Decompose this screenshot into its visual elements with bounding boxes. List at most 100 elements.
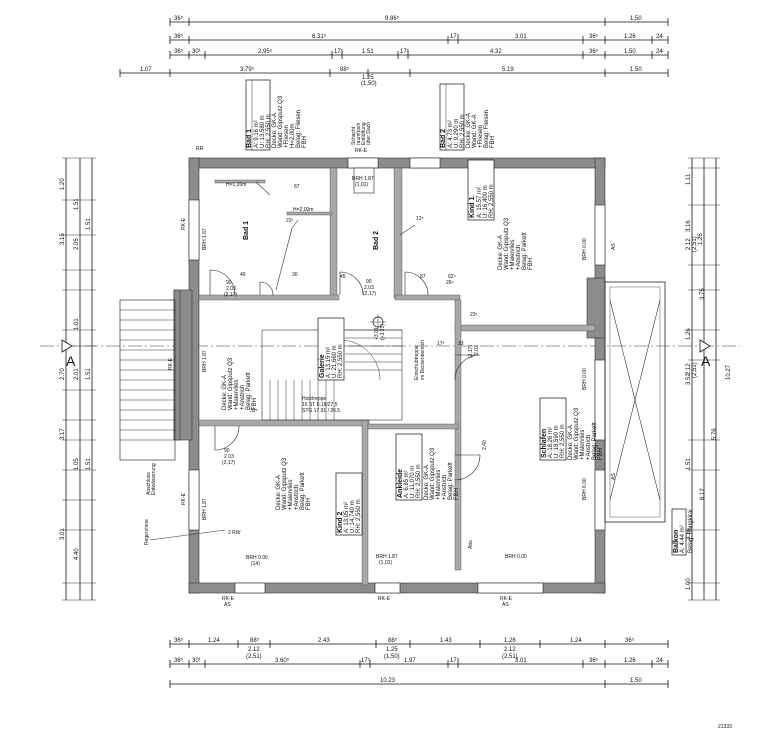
- bad1-height: RH: 2,550 m: [266, 114, 272, 148]
- bad1-wall: Wand: Gipsputz Q3: [278, 95, 284, 148]
- dim-bot1-c: 88⁵: [250, 637, 260, 644]
- door-dim-s1: 2,03: [474, 345, 480, 355]
- dim-x4: 17⁵: [437, 341, 445, 347]
- ankleide-floor: Belag: Parkett: [448, 462, 454, 500]
- dim-left-4: 1.51: [86, 218, 92, 230]
- bad1-h200: H=2,00m: [293, 207, 313, 213]
- ankleide-wall: Wand: Gipsputz Q3: [430, 447, 436, 500]
- bad2-wall2: +Fliesen: [478, 125, 484, 148]
- galerie-area: A: 13.15 m²: [326, 347, 332, 378]
- galerie-wall2: +Malervlies: [234, 379, 240, 410]
- top-dimension-chains: 36⁵ 9.86⁵ 1.50 36⁵ 6.31⁵ 17⁵ 3.01 36⁵ 1.…: [119, 15, 669, 87]
- dim-top3-g: 4.32: [490, 49, 502, 55]
- dim-bot1b-c: 1.25: [386, 647, 398, 653]
- rr-top: RR: [196, 146, 204, 152]
- dim-right-11: 1.00: [686, 578, 692, 590]
- balkon-floor: Belag: Bangkirai: [688, 509, 694, 553]
- rke-bot2: RK-E: [378, 596, 391, 602]
- dim-top3-d: 17⁵: [334, 48, 344, 55]
- dim-right-12: 10.27: [726, 364, 732, 380]
- doors: [209, 269, 481, 481]
- section-label-right: A: [701, 353, 711, 369]
- dim-top3-c: 2.95⁵: [258, 48, 273, 55]
- schlafen-fbh: FBH: [598, 448, 604, 460]
- dim-top3-i: 1.50: [624, 49, 636, 55]
- as-bot3: AS: [502, 602, 509, 608]
- rke-left: RK-E: [181, 217, 187, 230]
- bad1-perimeter: U: 13,580 m: [260, 115, 266, 148]
- abs-label: Abs.: [468, 539, 474, 549]
- dim-bot1-e: 88⁵: [388, 637, 398, 644]
- kind1-fbh: FBH: [528, 258, 534, 270]
- dim-top2-a: 36⁵: [174, 33, 184, 40]
- dim-right-2: 1.26: [698, 233, 704, 245]
- dim-right-8: (2,51): [692, 362, 698, 378]
- stair-spec2: STG 17.91 / 26.5: [302, 408, 340, 414]
- brh-ank: BRH 1.87: [376, 554, 398, 560]
- galerie-materials: Decke: GK-A Wand: Gipsputz Q3 +Malervlie…: [222, 357, 258, 410]
- bad1-fbh: FBH: [302, 136, 308, 148]
- galerie-perimeter: U: 21,660 m: [332, 345, 338, 378]
- dd-11: 62⁵: [448, 274, 456, 280]
- schlafen-wall: Wand: Gipsputz Q3: [574, 407, 580, 460]
- bad1-name: Bad 1: [246, 129, 253, 148]
- dim-bot1b-b: (2,51): [246, 654, 262, 660]
- brh-schl: BRH 0.00: [505, 554, 527, 560]
- dim-left-6: 1.01: [74, 318, 80, 330]
- dim-schl-1: 2,40: [482, 440, 488, 450]
- room-box-bad2: Bad 2 A: 4.73 m² U: 9,290 m RH: 2,550 m …: [439, 83, 496, 151]
- dd-1: 90: [226, 280, 232, 286]
- galerie-ceiling: Decke: GK-A: [222, 375, 228, 410]
- kind1-wall2: +Malervlies: [510, 239, 516, 270]
- room-box-kind2: Kind 2 A: 13.05 m² U: 14,740 m RH: 2,550…: [335, 472, 363, 536]
- ankleide-area: A: 6.85 m²: [404, 470, 410, 498]
- dim-right-0: 1.11: [686, 173, 692, 185]
- section-marker-left: A: [40, 339, 740, 369]
- dim-bot1-i: 36⁵: [625, 637, 635, 644]
- galerie-height: RH: 2,550 m: [338, 344, 344, 378]
- kind2-perimeter: U: 14,740 m: [350, 500, 356, 533]
- dim-left-5: 2.70: [60, 368, 66, 380]
- stair-name: Holztreppe: [302, 396, 326, 402]
- rw-label: 2 RW: [228, 530, 241, 536]
- kind1-wall3: +Anstrich: [516, 245, 522, 270]
- dim-bot1-a: 36⁵: [174, 637, 184, 644]
- rke-bot1: RK-E: [222, 596, 235, 602]
- balkon-name: Balkon: [673, 530, 680, 553]
- entw-label: Entwässerung: [151, 463, 157, 495]
- brh-top-b: (1,01): [355, 182, 368, 188]
- dd-15: 49: [240, 272, 246, 278]
- kind1-height: RH: 2,550 m: [489, 184, 495, 218]
- dim-left-0: 1.20: [60, 178, 66, 190]
- dim-top3-b: 30¹: [192, 49, 201, 55]
- schacht-note-top: Schacht raumhoch Entlüftung über Dach: [351, 122, 372, 145]
- dim-top4-d: 1.25: [362, 75, 374, 81]
- bottom-dimension-chains: 36⁵ 1.24 88⁵ 2.43 88⁵ 1.43 1.26 1.24 36⁵…: [169, 637, 732, 730]
- dim-bot1b-e: 2.12: [504, 647, 516, 653]
- dd-13: 87: [420, 274, 426, 280]
- dim-left-3: 2.05: [74, 238, 80, 250]
- stair-spec: 16 ST 0,18/27,5: [302, 402, 338, 408]
- dim-top3-f: 17⁵: [400, 48, 410, 55]
- rke-bot3: RK-E: [500, 596, 513, 602]
- as-right1: AS: [611, 243, 617, 250]
- room-box-schlafen: Schlafen A: 18.26 m² U: 18,590 m RH: 2,5…: [539, 397, 604, 461]
- bad2-floor: Belag: Fliesen: [484, 110, 490, 148]
- galerie-name: Galerie: [319, 354, 326, 378]
- bad1-ceiling: Decke: GK-A: [272, 113, 278, 148]
- dim-x3: 32⁵: [250, 408, 258, 414]
- dim-left-10: 1.05: [74, 458, 80, 470]
- corner-note: 21333: [718, 724, 732, 730]
- dd-6: (2,17): [363, 291, 376, 297]
- dim-bot2-c: 3.60⁵: [275, 657, 290, 664]
- dim-top1-b: 9.86⁵: [385, 15, 400, 22]
- kind2-floor: Belag: Parkett: [300, 472, 306, 510]
- galerie-floor: Belag: Parkett: [246, 372, 252, 410]
- room-box-kind1: Kind 1 A: 15.57 m² U: 16,400 m RH: 2,550…: [467, 159, 534, 270]
- building-walls: [173, 157, 606, 594]
- bad1-floor: Belag: Fliesen: [296, 110, 302, 148]
- dim-bot1-b: 1.24: [208, 638, 220, 644]
- rke-entry: RK-E: [168, 357, 174, 370]
- misc-labels: RK-E RR BRH 1.87 (1,01) RK-E AS RK-E RK-…: [144, 146, 617, 608]
- anschluss-label: Anschluss: [146, 472, 152, 495]
